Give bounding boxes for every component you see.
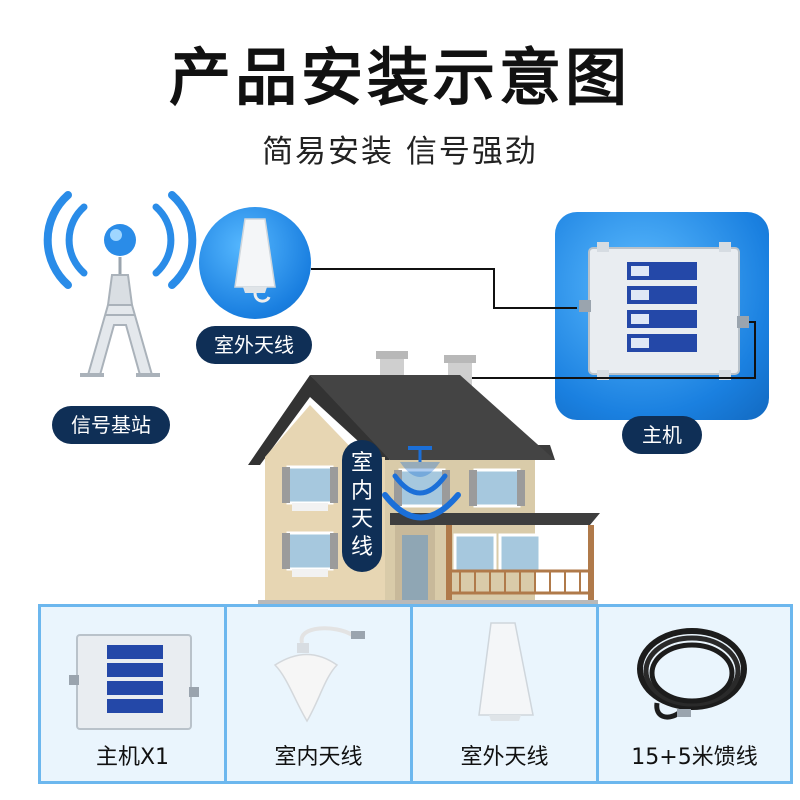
- outdoor-antenna-icon: [234, 218, 276, 303]
- indoor-signal-waves: [382, 446, 461, 521]
- product-cell-feeder-cable: 15+5米馈线: [599, 607, 790, 781]
- product-cell-host: 主机X1: [41, 607, 224, 781]
- base-station-label: 信号基站: [52, 406, 170, 444]
- product-cell-indoor-antenna: 室内天线: [227, 607, 410, 781]
- product-label-indoor-antenna: 室内天线: [274, 745, 363, 770]
- outdoor-antenna-icon: [478, 622, 534, 721]
- host-label: 主机: [622, 416, 702, 454]
- strip-divider: [596, 607, 599, 781]
- page-subtitle: 简易安装 信号强劲: [262, 134, 538, 170]
- ceiling-antenna-icon: [273, 626, 365, 723]
- repeater-host-icon: [69, 634, 199, 730]
- signal-tower-icon: [43, 191, 197, 377]
- indoor-antenna-label: 室内天线: [342, 440, 382, 572]
- product-cell-outdoor-antenna: 室外天线: [413, 607, 596, 781]
- product-strip: 主机X1 室内天线 室外天线 15+5米馈线: [38, 604, 793, 784]
- page-title: 产品安装示意图: [168, 41, 631, 114]
- cable-coil-icon: [637, 628, 747, 720]
- product-label-outdoor-antenna: 室外天线: [460, 745, 549, 770]
- strip-divider: [224, 607, 227, 781]
- product-label-host: 主机X1: [95, 745, 170, 770]
- strip-divider: [410, 607, 413, 781]
- repeater-host-icon: [579, 242, 749, 380]
- product-label-feeder-cable: 15+5米馈线: [631, 745, 758, 770]
- outdoor-antenna-label: 室外天线: [196, 326, 312, 364]
- house-illustration: [248, 351, 600, 605]
